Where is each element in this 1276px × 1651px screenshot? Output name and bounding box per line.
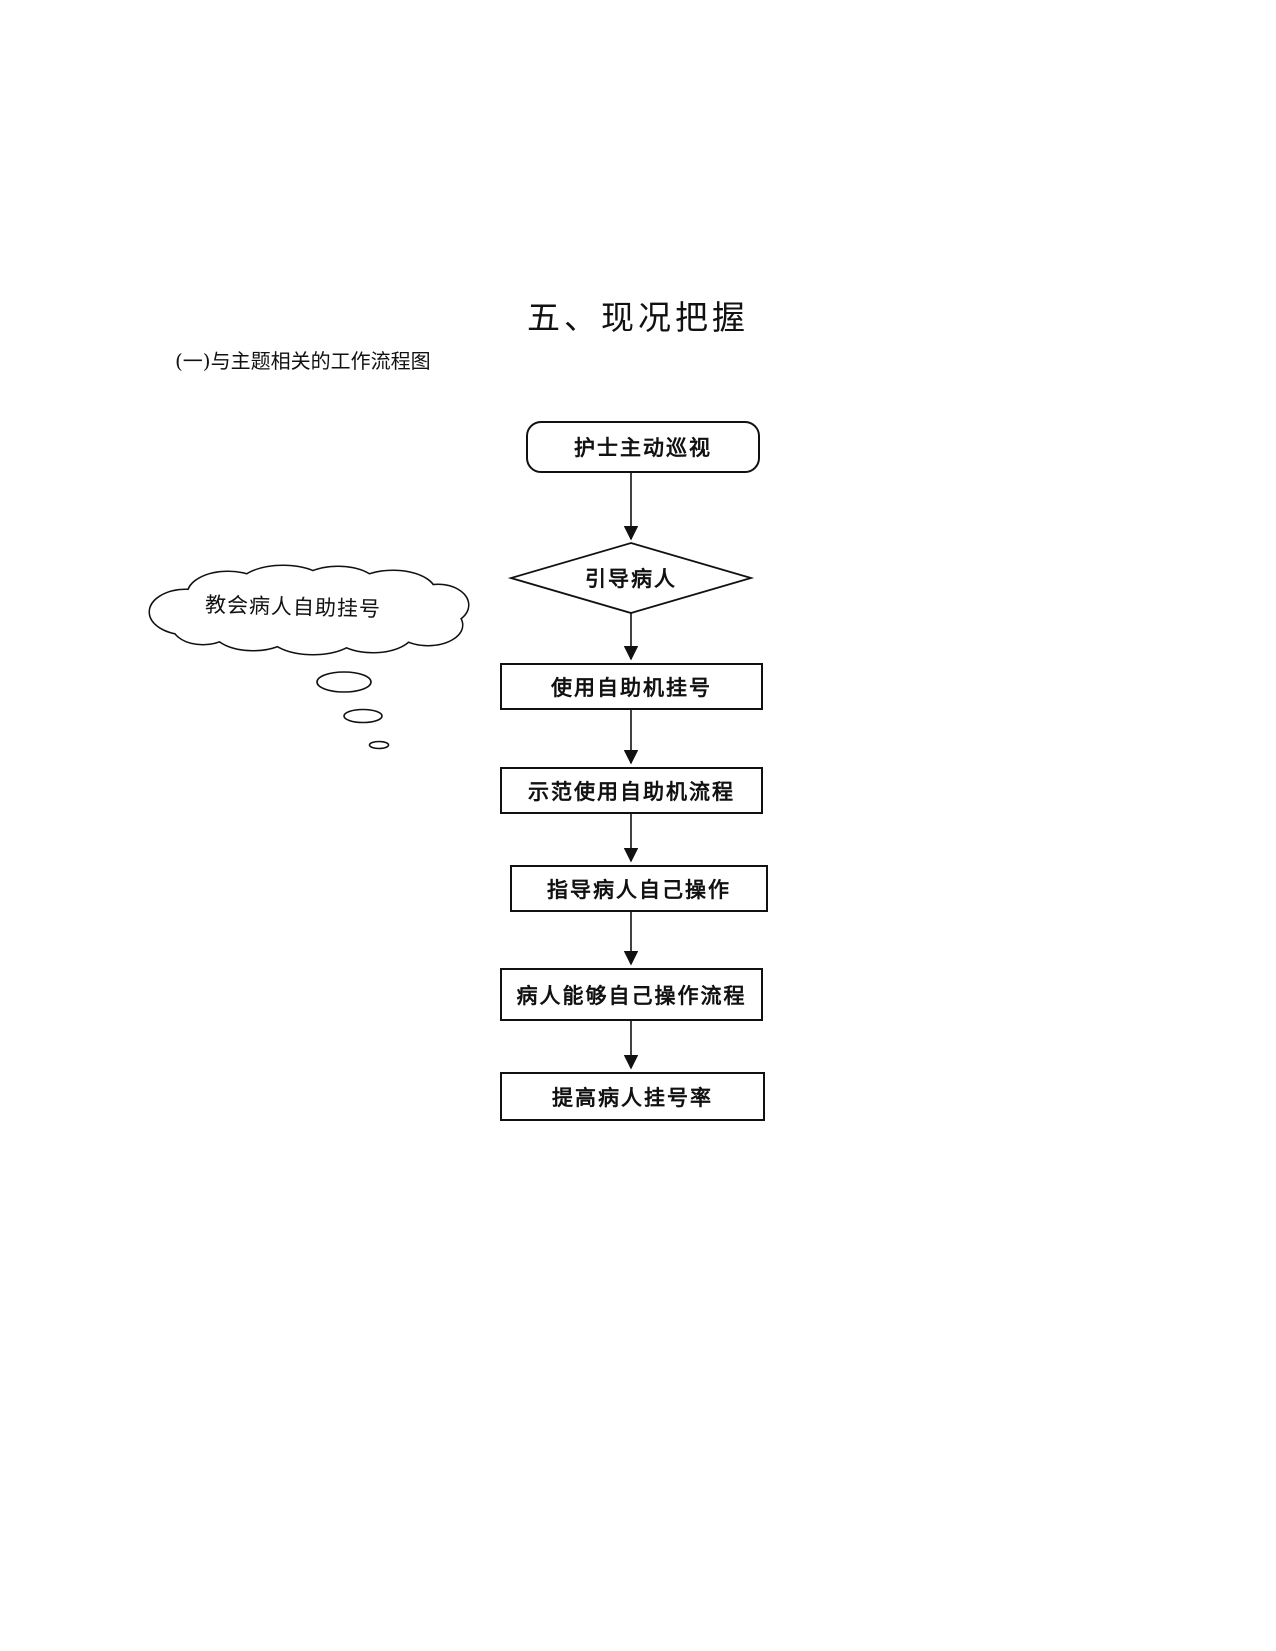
- flow-node-start-label: 护士主动巡视: [574, 435, 712, 460]
- flow-node-use-machine: 使用自助机挂号: [500, 663, 763, 710]
- flow-node-raise-rate: 提高病人挂号率: [500, 1072, 765, 1121]
- thought-cloud-label: 教会病人自助挂号: [204, 592, 382, 622]
- flow-node-use-machine-label: 使用自助机挂号: [551, 674, 712, 700]
- thought-bubble-small: [368, 740, 390, 750]
- section-subtitle: (一)与主题相关的工作流程图: [175, 349, 431, 373]
- flow-node-guide-operate: 指导病人自己操作: [510, 865, 768, 912]
- flow-node-demonstrate: 示范使用自助机流程: [500, 767, 763, 814]
- thought-bubble-medium: [343, 708, 383, 724]
- flow-node-decision: 引导病人: [531, 562, 731, 594]
- thought-bubble-large: [316, 671, 372, 693]
- flow-node-start: 护士主动巡视: [526, 421, 760, 473]
- flow-node-decision-label: 引导病人: [585, 566, 677, 591]
- flow-node-guide-operate-label: 指导病人自己操作: [547, 876, 731, 902]
- thought-trail-bubbles: [316, 671, 390, 750]
- flow-node-patient-can-operate-label: 病人能够自己操作流程: [516, 982, 747, 1008]
- page-title: 五、现况把握: [527, 298, 749, 337]
- flow-node-patient-can-operate: 病人能够自己操作流程: [500, 968, 763, 1021]
- flow-node-demonstrate-label: 示范使用自助机流程: [528, 778, 735, 804]
- thought-cloud-callout: 教会病人自助挂号: [168, 585, 419, 628]
- flow-node-raise-rate-label: 提高病人挂号率: [552, 1084, 713, 1110]
